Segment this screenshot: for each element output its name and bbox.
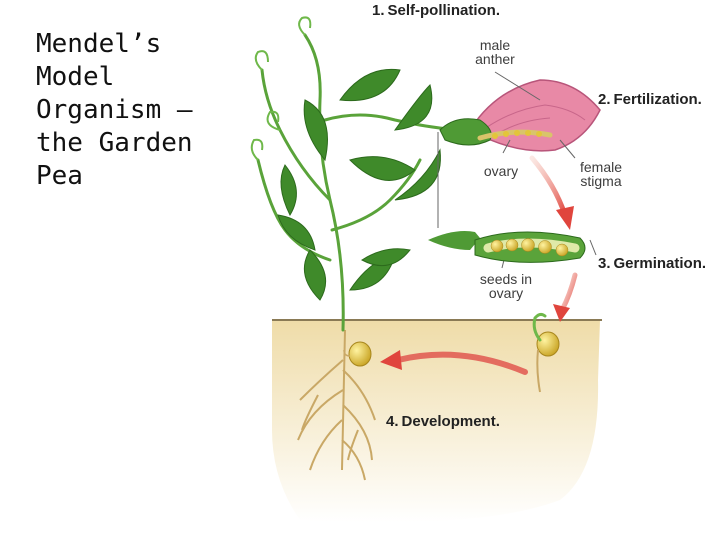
step-development: 4.Development. bbox=[386, 413, 500, 430]
step-label: Germination. bbox=[614, 255, 707, 272]
step-number: 2. bbox=[598, 91, 611, 108]
step-label: Self-pollination. bbox=[388, 2, 501, 19]
label-female-stigma: female stigma bbox=[566, 160, 636, 188]
step-self-pollination: 1.Self-pollination. bbox=[372, 2, 500, 19]
step-number: 1. bbox=[372, 2, 385, 19]
step-germination: 3.Germination. bbox=[598, 255, 706, 272]
step-fertilization: 2.Fertilization. bbox=[598, 91, 702, 108]
label-ovary: ovary bbox=[476, 164, 526, 178]
label-male-anther: male anther bbox=[460, 38, 530, 66]
flower bbox=[440, 80, 600, 151]
label-seeds-in-ovary: seeds in ovary bbox=[466, 272, 546, 300]
pea-pod bbox=[428, 231, 585, 262]
step-number: 3. bbox=[598, 255, 611, 272]
leaves bbox=[278, 69, 440, 300]
step-label: Development. bbox=[402, 413, 500, 430]
step-label: Fertilization. bbox=[614, 91, 702, 108]
step-number: 4. bbox=[386, 413, 399, 430]
tendrils bbox=[252, 17, 311, 160]
